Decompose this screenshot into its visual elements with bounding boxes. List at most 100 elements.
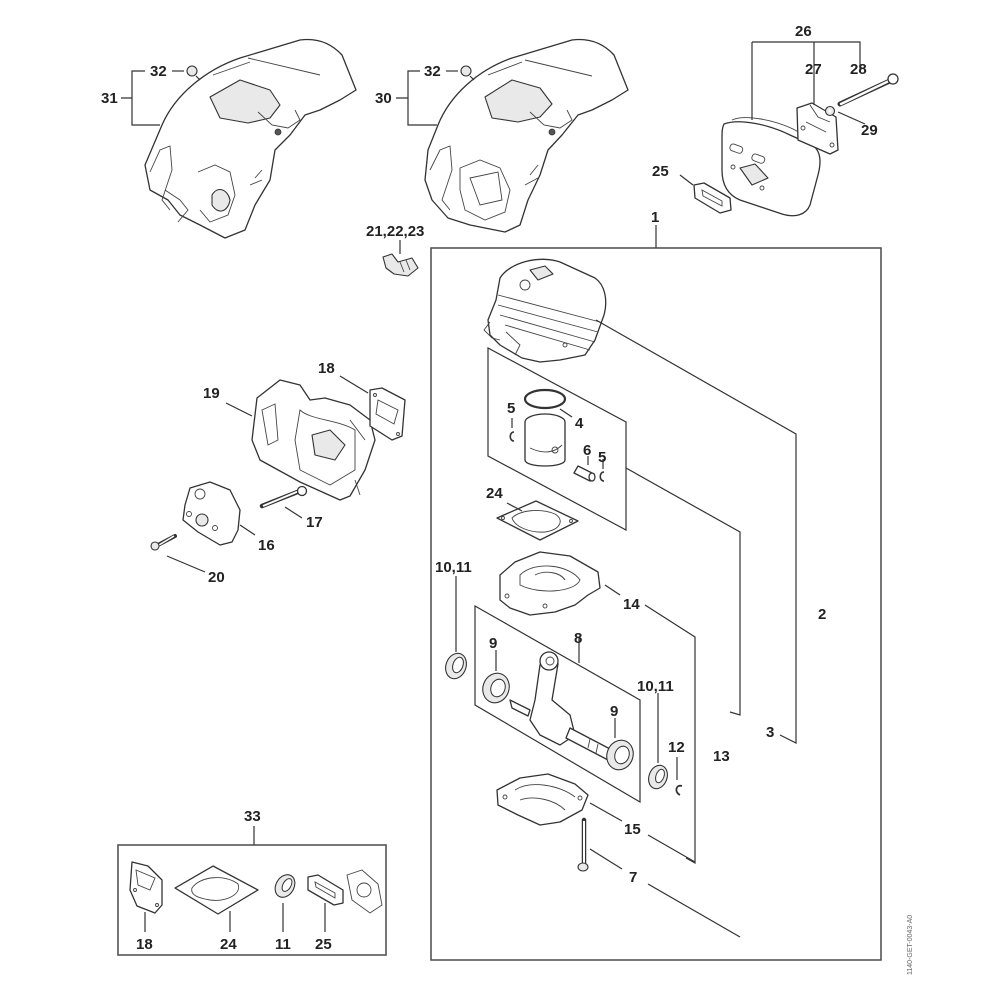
leader-25 (679, 174, 694, 186)
group-frame-8-crankshaft (474, 604, 641, 804)
screw-17[interactable] (259, 485, 308, 509)
oil-seal-10-11-right[interactable] (645, 763, 670, 792)
piston[interactable] (524, 413, 566, 467)
shroud-30[interactable] (424, 38, 629, 233)
intake-flange-16[interactable] (182, 481, 241, 546)
label-24: 24 (486, 485, 503, 502)
label-18: 18 (318, 360, 335, 377)
muffler-gasket-25[interactable] (693, 182, 732, 214)
label-kit-11: 11 (275, 936, 291, 953)
kit-gasket-25[interactable] (307, 874, 344, 906)
label-30: 30 (375, 90, 392, 107)
label-4: 4 (575, 415, 584, 432)
label-5b: 5 (598, 449, 606, 466)
leader-15 (589, 802, 623, 822)
label-19: 19 (203, 385, 220, 402)
leader-24 (506, 502, 523, 512)
label-21-22-23: 21,22,23 (366, 223, 424, 240)
bracket-26 (751, 41, 861, 120)
label-3: 3 (766, 724, 774, 741)
label-28: 28 (850, 61, 867, 78)
circlip-5a[interactable] (509, 431, 515, 442)
washer-29[interactable] (824, 105, 836, 117)
shroud-screw-32a[interactable] (186, 65, 201, 81)
leader-15b (647, 834, 696, 863)
label-kit-25: 25 (315, 936, 332, 953)
screw-20[interactable] (150, 534, 177, 551)
drawing-code: 1140-GET-0043-A0 (907, 915, 914, 975)
label-32a: 32 (150, 63, 167, 80)
label-2: 2 (818, 606, 826, 623)
leader-17 (284, 506, 303, 519)
crankshaft-8[interactable] (509, 651, 613, 761)
leader-18 (339, 375, 369, 394)
label-16: 16 (258, 537, 275, 554)
label-7: 7 (629, 869, 637, 886)
label-14: 14 (623, 596, 640, 613)
label-10-11a: 10,11 (435, 559, 472, 576)
muffler-bolt-28[interactable] (837, 73, 899, 107)
leader-7 (589, 848, 623, 870)
muffler-26[interactable] (721, 117, 821, 217)
bearing-9-right[interactable] (603, 736, 638, 773)
label-9a: 9 (489, 635, 497, 652)
leader-19 (225, 402, 253, 417)
label-kit-24: 24 (220, 936, 237, 953)
callout-labels: 32 31 32 30 21,22,23 26 27 28 29 25 1 5 … (101, 23, 914, 975)
piston-ring-4[interactable] (523, 388, 567, 410)
kit-gasket-24[interactable] (174, 865, 259, 915)
label-27: 27 (805, 61, 822, 78)
gasket-18[interactable] (369, 387, 406, 441)
baffle-19[interactable] (251, 379, 376, 501)
leader-14 (604, 584, 621, 596)
label-5a: 5 (507, 400, 515, 417)
shroud-screw-32b[interactable] (460, 65, 475, 81)
label-8: 8 (574, 630, 582, 647)
label-13: 13 (713, 748, 730, 765)
label-12: 12 (668, 739, 685, 756)
kit-intake-gasket[interactable] (346, 869, 383, 914)
shroud-31[interactable] (144, 38, 357, 239)
bracket-31 (121, 70, 160, 126)
label-17: 17 (306, 514, 323, 531)
label-29: 29 (861, 122, 878, 139)
label-6: 6 (583, 442, 591, 459)
label-20: 20 (208, 569, 225, 586)
oil-seal-10-11-left[interactable] (442, 650, 470, 681)
muffler-plate-27[interactable] (796, 102, 839, 155)
label-10-11b: 10,11 (637, 678, 674, 695)
leader-20 (166, 555, 206, 573)
piston-pin-6[interactable] (573, 465, 596, 482)
bracket-2 (595, 319, 797, 744)
circlip-5b[interactable] (599, 471, 605, 482)
screw-7[interactable] (577, 817, 589, 872)
circlip-12[interactable] (675, 784, 683, 796)
bracket-7 (647, 883, 741, 938)
label-32b: 32 (424, 63, 441, 80)
crankcase-upper-14[interactable] (499, 551, 601, 616)
kit-gasket-18[interactable] (129, 861, 163, 914)
leader-4 (559, 408, 573, 418)
bracket-30 (396, 70, 437, 126)
group-frame-3-piston (487, 346, 627, 532)
leader-29 (837, 111, 866, 125)
label-1: 1 (651, 209, 659, 226)
bracket-13 (644, 604, 696, 865)
label-15: 15 (624, 821, 641, 838)
kit-oil-seal-11[interactable] (271, 871, 299, 901)
group-frame-33 (117, 844, 387, 956)
spark-plug-21-22-23[interactable] (382, 253, 419, 277)
label-33: 33 (244, 808, 261, 825)
label-9b: 9 (610, 703, 618, 720)
cylinder-gasket-24[interactable] (496, 500, 579, 541)
label-25: 25 (652, 163, 669, 180)
bracket-3 (625, 467, 741, 716)
leader-16 (239, 524, 256, 536)
label-26: 26 (795, 23, 812, 40)
label-kit-18: 18 (136, 936, 153, 953)
crankcase-lower-15[interactable] (496, 773, 589, 826)
bearing-9-left[interactable] (479, 669, 514, 706)
cylinder[interactable] (483, 258, 607, 363)
